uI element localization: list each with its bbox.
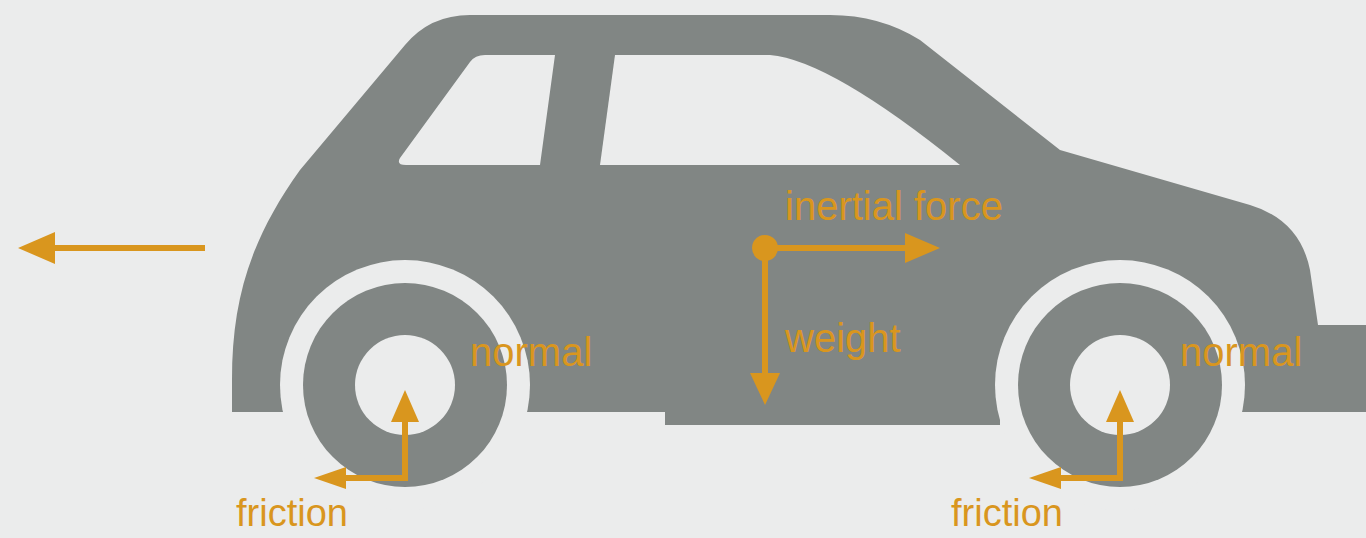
rear-wheel-arch (280, 260, 530, 510)
front-wheel-arch (995, 260, 1245, 510)
rear-friction-head (314, 467, 346, 489)
car-body-group (232, 15, 1366, 510)
force-label: friction (951, 494, 1063, 532)
force-label: inertial force (785, 186, 1003, 226)
rear-window (399, 55, 555, 165)
motion-arrow-shaft (50, 245, 205, 251)
rear-normal-head (391, 390, 419, 422)
weight-head (750, 373, 780, 405)
front-hub (1070, 335, 1170, 435)
weight-shaft (762, 248, 768, 378)
rear-hub (355, 335, 455, 435)
rear-friction-shaft (342, 475, 408, 481)
force-label: normal (470, 332, 592, 372)
inertial-force-head (905, 233, 940, 263)
front-friction-head (1029, 467, 1061, 489)
rear-normal-shaft (402, 418, 408, 478)
force-arrows (18, 232, 1134, 489)
front-normal-shaft (1117, 418, 1123, 478)
force-label: friction (236, 494, 348, 532)
motion-arrow-head (18, 232, 55, 264)
inertial-force-shaft (765, 245, 910, 251)
front-friction-shaft (1057, 475, 1123, 481)
rear-tyre (303, 283, 507, 487)
front-normal-head (1106, 390, 1134, 422)
force-label: normal (1180, 332, 1302, 372)
front-window (600, 55, 960, 165)
force-label: weight (785, 318, 901, 358)
front-tyre (1018, 283, 1222, 487)
